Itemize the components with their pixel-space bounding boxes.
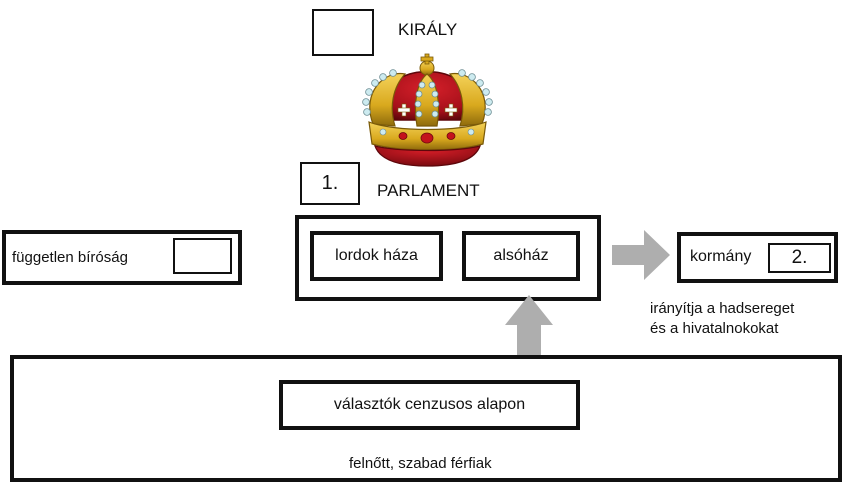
king-answer-box[interactable]	[312, 9, 374, 56]
government-box: kormány	[677, 232, 838, 283]
crown-icon	[362, 53, 493, 167]
free-adult-men-label: felnőtt, szabad férfiak	[349, 455, 492, 472]
census-voters-box: választók cenzusos alapon	[279, 380, 580, 430]
parliament-label: PARLAMENT	[377, 181, 480, 200]
court-answer-box[interactable]	[173, 238, 232, 274]
government-note-line2: és a hivatalnokokat	[650, 320, 779, 337]
arrow-right-icon	[612, 230, 670, 280]
house-of-lords: lordok háza	[310, 231, 443, 281]
arrow-up-icon	[505, 295, 553, 367]
king-label: KIRÁLY	[398, 20, 458, 39]
house-of-commons: alsóház	[462, 231, 580, 281]
government-note-line1: irányítja a hadsereget	[650, 300, 795, 317]
government-label: kormány	[690, 248, 752, 265]
parliament-number-box[interactable]: 1.	[300, 162, 360, 205]
court-label: független bíróság	[12, 249, 128, 266]
government-number-box[interactable]: 2.	[768, 243, 831, 273]
